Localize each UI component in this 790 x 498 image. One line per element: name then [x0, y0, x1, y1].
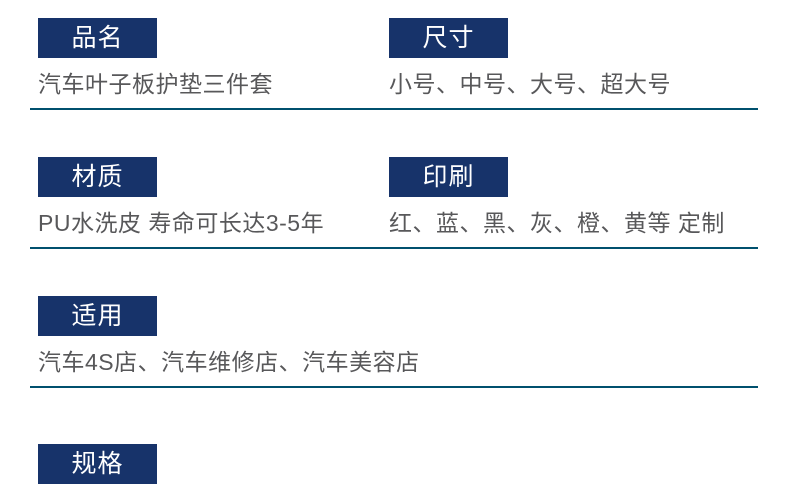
spec-label-badge: 规格 [38, 444, 157, 484]
spec-label-badge: 材质 [38, 157, 157, 197]
spec-row: 适用 汽车4S店、汽车维修店、汽车美容店 [0, 296, 790, 386]
spec-cell-guige: 规格 [38, 444, 157, 494]
row-divider [30, 247, 758, 249]
spec-row: 品名 汽车叶子板护垫三件套 尺寸 小号、中号、大号、超大号 [0, 18, 790, 108]
row-divider [30, 108, 758, 110]
spec-label-badge: 印刷 [389, 157, 508, 197]
spec-cell-chicun: 尺寸 小号、中号、大号、超大号 [389, 18, 671, 100]
spec-value-text: PU水洗皮 寿命可长达3-5年 [38, 210, 325, 236]
spec-cell-shiyong: 适用 汽车4S店、汽车维修店、汽车美容店 [38, 296, 420, 378]
spec-value-text: 汽车叶子板护垫三件套 [38, 71, 273, 97]
spec-value-text: 小号、中号、大号、超大号 [389, 71, 671, 97]
spec-label-badge: 适用 [38, 296, 157, 336]
spec-label-badge: 品名 [38, 18, 157, 58]
spec-row: 材质 PU水洗皮 寿命可长达3-5年 印刷 红、蓝、黑、灰、橙、黄等 定制 [0, 157, 790, 247]
spec-cell-pinming: 品名 汽车叶子板护垫三件套 [38, 18, 273, 100]
spec-value-text: 红、蓝、黑、灰、橙、黄等 定制 [389, 210, 725, 236]
spec-label-badge: 尺寸 [389, 18, 508, 58]
row-divider [30, 386, 758, 388]
spec-cell-yinshua: 印刷 红、蓝、黑、灰、橙、黄等 定制 [389, 157, 725, 239]
spec-cell-caizhi: 材质 PU水洗皮 寿命可长达3-5年 [38, 157, 324, 239]
spec-row: 规格 [0, 444, 790, 498]
spec-value-text: 汽车4S店、汽车维修店、汽车美容店 [38, 349, 420, 375]
